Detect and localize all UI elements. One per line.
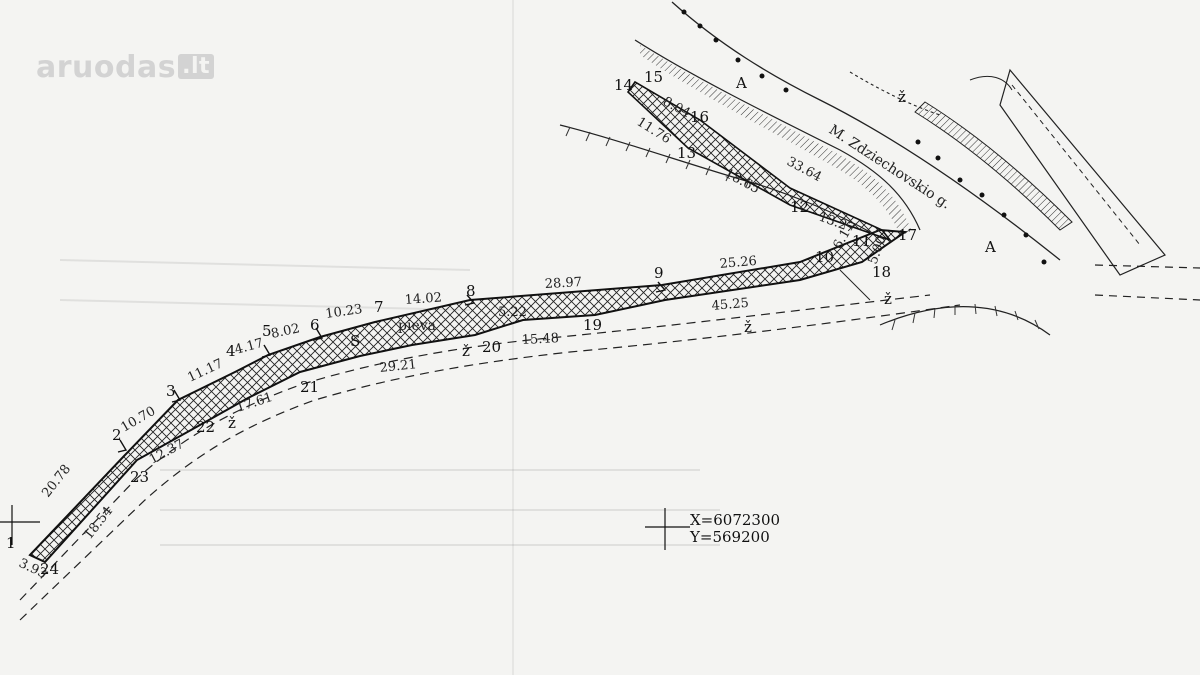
area-letter-a-right: A <box>984 238 996 256</box>
road-marker-2: ž <box>462 342 470 360</box>
coordinate-x: X=6072300 <box>690 511 780 529</box>
lower-embankment <box>839 269 1051 336</box>
distance-7-8: 14.02 <box>404 290 442 308</box>
point-21: 21 <box>300 378 319 396</box>
point-14: 14 <box>614 76 633 94</box>
point-8: 8 <box>466 282 476 300</box>
point-labels: 1 2 3 4 5 6 7 8 9 10 11 12 13 14 15 16 1… <box>6 68 917 578</box>
point-7: 7 <box>374 298 384 316</box>
road-marker-3: ž <box>744 318 752 336</box>
area-letter-s: S <box>350 332 360 350</box>
point-24: 24 <box>40 560 59 578</box>
point-4: 4 <box>226 342 236 360</box>
point-9: 9 <box>654 264 664 282</box>
point-18: 18 <box>872 263 891 281</box>
point-1: 1 <box>6 534 16 552</box>
point-22: 22 <box>196 418 215 436</box>
distance-6-7: 10.23 <box>324 302 363 322</box>
point-12: 12 <box>790 198 809 216</box>
point-17: 17 <box>898 226 917 244</box>
page-fold <box>512 0 514 675</box>
grid-crosses <box>0 505 690 550</box>
distance-18-19: 45.25 <box>711 296 749 314</box>
area-letter-a-left: A <box>735 74 747 92</box>
point-20: 20 <box>482 338 501 356</box>
point-15: 15 <box>644 68 663 86</box>
bleed-through-lines <box>59 259 720 546</box>
distance-13-16: 33.64 <box>784 154 824 185</box>
distance-5-6: 8.02 <box>270 321 301 342</box>
distance-522: 5.22 <box>498 305 527 320</box>
distance-19-20: 15.48 <box>521 331 559 348</box>
parcel-strip <box>28 228 908 564</box>
point-2: 2 <box>112 426 122 444</box>
road-marker-5: ž <box>898 88 906 106</box>
parcel-strip-upper <box>626 80 893 242</box>
road-marker-1: ž <box>228 414 236 432</box>
point-5: 5 <box>262 322 272 340</box>
corner-ticks <box>117 281 667 453</box>
road-marker-4: ž <box>884 290 892 308</box>
point-3: 3 <box>166 382 176 400</box>
road-dashed-lines <box>19 294 961 621</box>
road-markers: ž ž ž ž ž <box>228 88 906 432</box>
distance-1-2: 20.78 <box>39 462 74 501</box>
land-use-label: pieva <box>398 318 436 334</box>
point-13: 13 <box>677 144 696 162</box>
point-23: 23 <box>130 468 149 486</box>
point-11: 11 <box>852 232 871 250</box>
distance-8-9: 28.97 <box>544 275 582 292</box>
aruodas-logo: aruodas.lt <box>36 50 215 85</box>
point-16: 16 <box>690 108 709 126</box>
point-19: 19 <box>583 316 602 334</box>
street-boundary <box>671 1 1061 265</box>
logo-suffix: .lt <box>178 54 215 79</box>
point-10: 10 <box>815 248 834 266</box>
distance-4-5: 4.17 <box>233 336 265 358</box>
neighbor-parcel <box>969 68 1200 301</box>
distance-20-21: 29.21 <box>379 357 418 376</box>
distance-labels: 20.78 10.70 11.17 4.17 8.02 10.23 14.02 … <box>16 94 889 582</box>
logo-text: aruodas <box>36 50 177 85</box>
distance-9-10: 25.26 <box>719 254 757 272</box>
coordinate-y: Y=569200 <box>689 528 770 546</box>
point-6: 6 <box>310 316 320 334</box>
